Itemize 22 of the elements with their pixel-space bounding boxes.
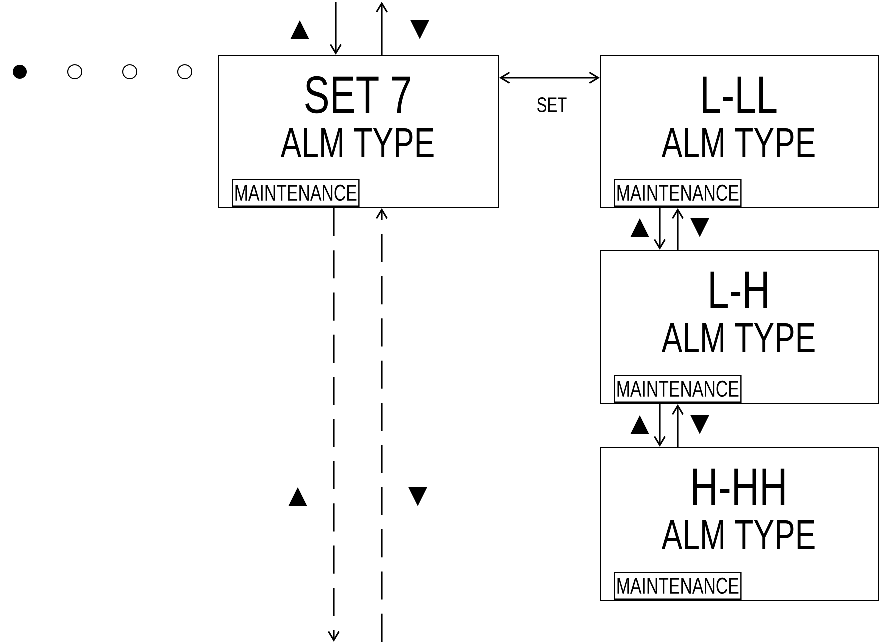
maintenance-tag: MAINTENANCE [614,375,742,403]
triangle-symbol: ▲ [288,488,308,506]
maintenance-tag: MAINTENANCE [614,572,742,600]
triangle-symbol: ▲ [630,218,650,238]
triangle-symbol: ▼ [690,416,710,434]
double-arrow [499,72,600,84]
maintenance-tag: MAINTENANCE [614,179,742,207]
arrow [672,404,684,447]
arrow [654,208,666,250]
triangle-symbol: ▼ [410,20,430,40]
arrow [654,404,666,447]
triangle-symbol: ▼ [690,218,710,238]
arrow [672,208,684,250]
dashed-arrow [376,208,388,642]
edge-label: SET [535,96,569,114]
arrow [376,2,388,55]
dashed-arrow [328,208,340,642]
arrow [330,2,342,55]
triangle-symbol: ▲ [290,20,310,40]
maintenance-tag: MAINTENANCE [232,179,360,207]
triangle-symbol: ▲ [630,416,650,434]
triangle-symbol: ▼ [408,488,428,506]
